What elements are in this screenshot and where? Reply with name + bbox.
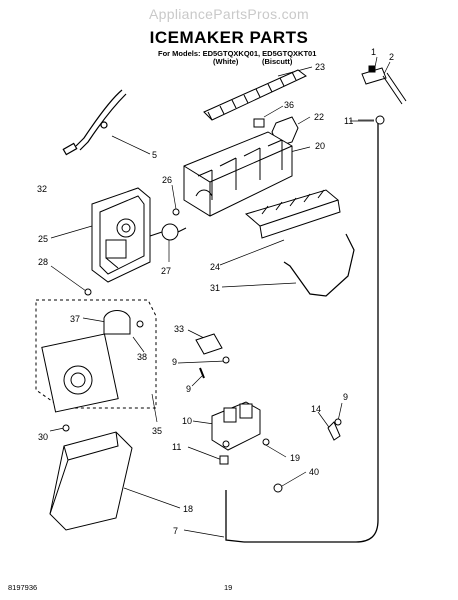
document-number: 8197936 [8,583,38,592]
callout-30: 30 [38,432,49,442]
callout-18: 18 [183,504,194,514]
callout-28: 28 [38,257,49,267]
water-valve-top [361,65,407,105]
callout-25: 25 [38,234,49,244]
ice-mold [183,131,293,217]
mounting-bracket [253,118,265,128]
callout-32: 32 [37,184,48,194]
screw-9b [199,367,205,379]
ice-bin [49,431,133,531]
screw-9a [222,356,230,364]
callout-38: 38 [137,352,148,362]
screw-9c [334,418,342,426]
wire-harness [62,89,127,156]
page-number: 19 [224,583,233,592]
compression-nut [219,455,229,465]
page-title: ICEMAKER PARTS [149,28,309,47]
fastener-38 [136,320,144,328]
fastener-19 [262,438,270,446]
callout-9b: 9 [186,384,192,394]
variant-white: (White) [213,57,239,66]
callout-1: 1 [371,47,377,57]
control-module [41,333,119,413]
callout-31: 31 [210,283,221,293]
control-housing [91,187,151,283]
callout-23: 23 [315,62,326,72]
water-valve [211,401,261,451]
heater-bracket [195,333,223,355]
callout-37: 37 [70,314,81,324]
models-line: For Models: ED5GTQXKQ01, ED5GTQXKT01 [158,49,317,58]
callout-27: 27 [161,266,172,276]
callout-19: 19 [290,453,301,463]
callout-11-top: 11 [344,116,354,126]
tube-clamp [327,421,341,441]
thermostat-37 [103,310,131,335]
shutoff-arm-motor [149,223,187,241]
callout-10: 10 [182,416,193,426]
ice-shield [244,189,341,239]
fastener-40 [273,483,283,493]
callout-26: 26 [162,175,173,185]
shutoff-arm [283,233,355,297]
callout-7: 7 [173,526,179,536]
variant-biscuit: (Biscutt) [262,57,293,66]
callout-5: 5 [152,150,158,160]
callout-33: 33 [174,324,185,334]
ejector-blade-assembly [203,69,307,121]
screw-30 [62,424,70,432]
callout-9c: 9 [343,392,349,402]
callout-24: 24 [210,262,221,272]
callout-22: 22 [314,112,325,122]
callout-36: 36 [284,100,295,110]
callout-35: 35 [152,426,163,436]
water-fill-tube [225,122,379,543]
nut-11-top [375,115,385,125]
callout-20: 20 [315,141,326,151]
watermark: AppliancePartsPros.com [149,6,309,22]
callout-11-bottom: 11 [172,442,182,452]
callout-2: 2 [389,52,395,62]
callout-40: 40 [309,467,320,477]
callout-9a: 9 [172,357,178,367]
callout-14: 14 [311,404,322,414]
fastener-26 [172,208,180,216]
screw-28 [84,288,92,296]
